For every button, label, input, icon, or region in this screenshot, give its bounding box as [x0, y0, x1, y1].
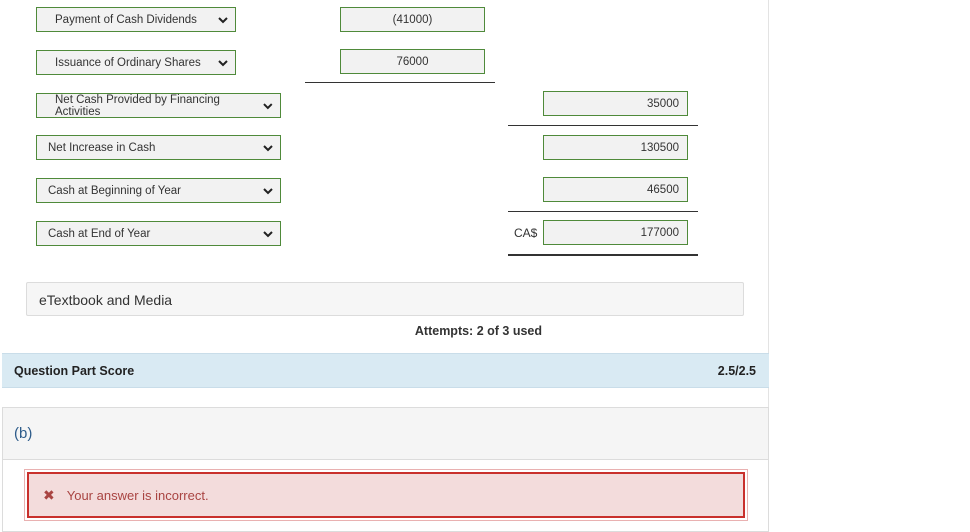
subtotal-rule	[508, 125, 698, 126]
error-message: Your answer is incorrect.	[66, 487, 209, 503]
row-label-select[interactable]: Cash at End of Year	[36, 221, 281, 246]
row-label-select[interactable]: Cash at Beginning of Year	[36, 178, 281, 203]
subtotal-rule	[305, 82, 495, 83]
score-label: Question Part Score	[14, 364, 135, 378]
row-label-select[interactable]: Payment of Cash Dividends	[36, 7, 236, 32]
part-letter: (b)	[14, 425, 33, 442]
amount-value: 76000	[396, 55, 429, 68]
chevron-down-icon	[218, 16, 228, 23]
question-part-score-bar: Question Part Score 2.5/2.5	[2, 353, 769, 388]
currency-label: CA$	[514, 226, 538, 240]
row-label-select[interactable]: Net Cash Provided by Financing Activitie…	[36, 93, 281, 118]
amount-value: 46500	[647, 183, 679, 196]
chevron-down-icon	[263, 230, 273, 237]
subtotal-rule	[508, 211, 698, 212]
row-label-text: Cash at End of Year	[48, 227, 151, 240]
chevron-down-icon	[218, 59, 228, 66]
attempts-counter: Attempts: 2 of 3 used	[414, 324, 542, 338]
row-label-text: Payment of Cash Dividends	[55, 13, 197, 26]
amount-value: 130500	[640, 141, 679, 154]
amount-input[interactable]: 130500	[543, 135, 688, 160]
row-label-text: Cash at Beginning of Year	[48, 184, 181, 197]
row-label-text: Issuance of Ordinary Shares	[55, 56, 201, 69]
row-label-text: Net Increase in Cash	[48, 141, 156, 154]
chevron-down-icon	[263, 187, 273, 194]
row-label-text: Net Cash Provided by Financing Activitie…	[55, 93, 220, 118]
amount-value: (41000)	[392, 13, 433, 26]
etextbook-media-button[interactable]: eTextbook and Media	[26, 282, 744, 316]
etextbook-label: eTextbook and Media	[39, 292, 173, 308]
question-panel: Payment of Cash Dividends (41000) Issuan…	[0, 0, 769, 532]
chevron-down-icon	[263, 144, 273, 151]
incorrect-answer-alert: ✖ Your answer is incorrect.	[24, 469, 748, 521]
row-label-select[interactable]: Issuance of Ordinary Shares	[36, 50, 236, 75]
part-b-panel: (b) ✖ Your answer is incorrect.	[2, 407, 769, 532]
amount-input[interactable]: 76000	[340, 49, 485, 74]
amount-value: 35000	[647, 97, 679, 110]
score-value: 2.5/2.5	[717, 364, 756, 378]
amount-input[interactable]: 46500	[543, 177, 688, 202]
amount-value: 177000	[640, 226, 679, 239]
amount-input[interactable]: 177000	[543, 220, 688, 245]
amount-input[interactable]: (41000)	[340, 7, 485, 32]
x-icon: ✖	[43, 486, 55, 503]
chevron-down-icon	[263, 102, 273, 109]
amount-input[interactable]: 35000	[543, 91, 688, 116]
double-underline-rule	[508, 254, 698, 256]
part-b-header[interactable]: (b)	[3, 408, 768, 460]
row-label-select[interactable]: Net Increase in Cash	[36, 135, 281, 160]
